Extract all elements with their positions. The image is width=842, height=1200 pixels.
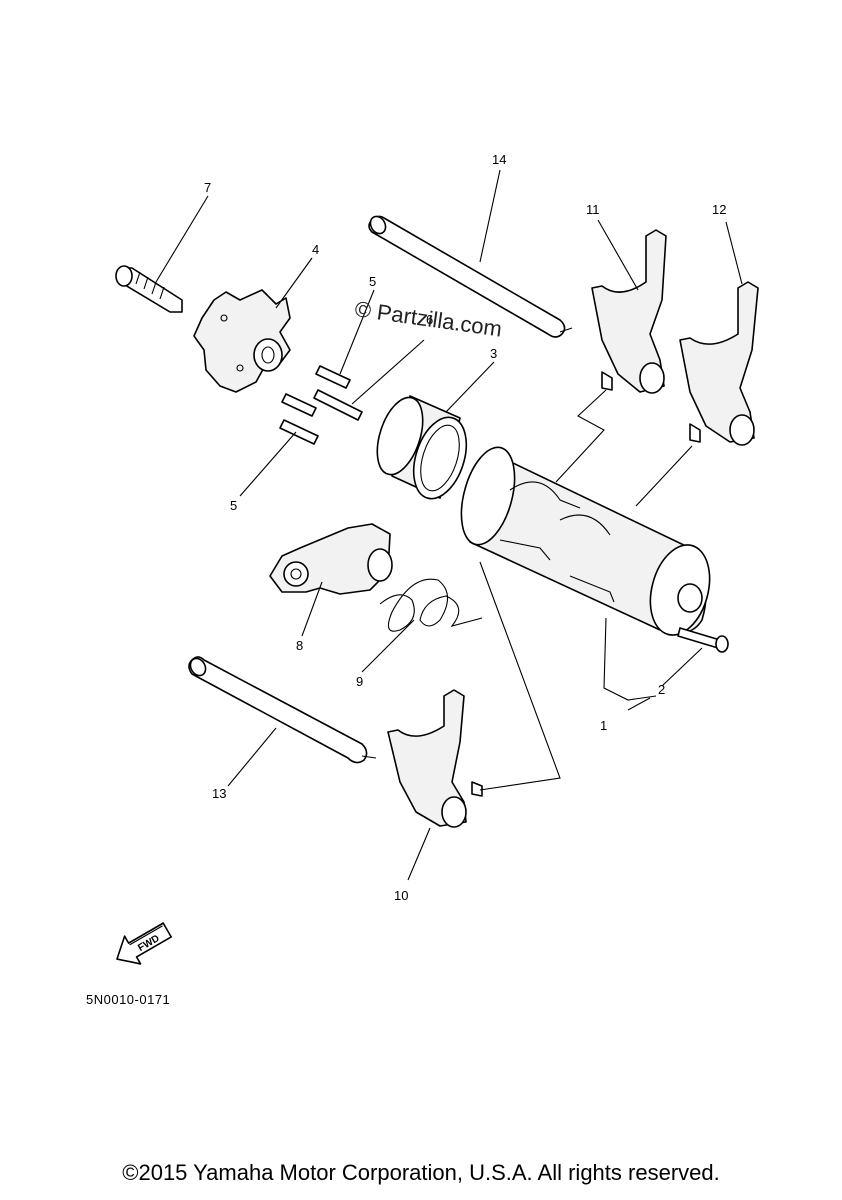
shift-fork-10 (387, 689, 483, 828)
leader-lines (155, 169, 743, 881)
callout-5-lower: 5 (230, 498, 237, 513)
shift-fork-12 (679, 281, 759, 446)
diagram-code: 5N0010-0171 (86, 992, 171, 1007)
shift-lever (269, 523, 393, 595)
bearing (376, 395, 468, 500)
guide-bar-lower (188, 656, 377, 764)
callout-3: 3 (490, 346, 497, 361)
watermark: © Partzilla.com (353, 296, 503, 341)
dowel-pins (279, 365, 363, 445)
callout-labels: 14 11 12 7 4 5 6 3 5 8 9 2 1 13 10 (204, 152, 726, 903)
callout-6: 6 (426, 312, 433, 327)
callout-8: 8 (296, 638, 303, 653)
callout-10: 10 (394, 888, 408, 903)
torsion-spring (379, 578, 483, 632)
callout-9: 9 (356, 674, 363, 689)
copyright-notice: ©2015 Yamaha Motor Corporation, U.S.A. A… (122, 1160, 720, 1185)
shift-drum (460, 446, 711, 636)
callout-12: 12 (712, 202, 726, 217)
drum-pin (677, 627, 729, 653)
callout-7: 7 (204, 180, 211, 195)
guide-bar-upper (368, 215, 573, 338)
callout-13: 13 (212, 786, 226, 801)
callout-4: 4 (312, 242, 319, 257)
callout-2: 2 (658, 682, 665, 697)
callout-14: 14 (492, 152, 506, 167)
shift-fork-11 (591, 229, 667, 394)
segment (193, 289, 291, 393)
stopper-bolt (115, 265, 183, 313)
callout-5-upper: 5 (369, 274, 376, 289)
callout-11: 11 (586, 202, 600, 217)
fwd-arrow-icon: FWD (116, 922, 173, 965)
callout-1: 1 (600, 718, 607, 733)
